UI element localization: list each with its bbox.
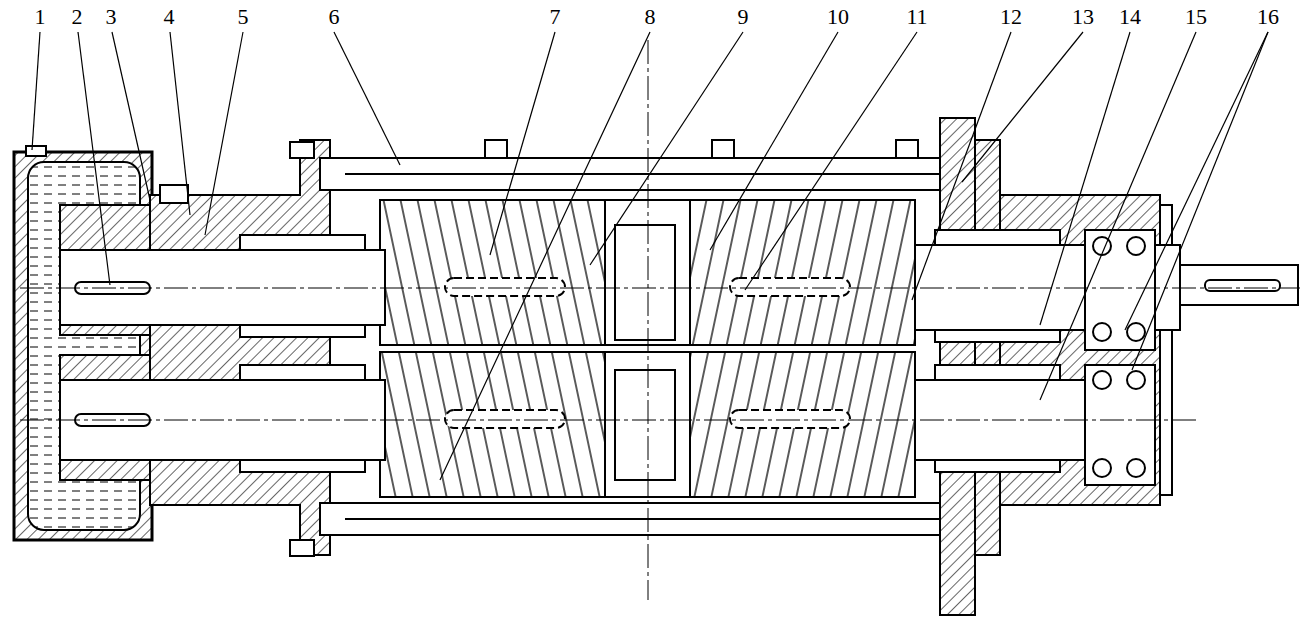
callout-number: 7 (549, 6, 562, 28)
callout-number: 12 (999, 6, 1023, 28)
callout-number: 9 (737, 6, 750, 28)
callout-number: 3 (105, 6, 118, 28)
callout-number: 13 (1071, 6, 1095, 28)
callout-number: 8 (644, 6, 657, 28)
callout-number: 6 (328, 6, 341, 28)
callout-number: 15 (1184, 6, 1208, 28)
callout-number: 2 (71, 6, 84, 28)
callout-number: 14 (1118, 6, 1142, 28)
callout-number: 10 (826, 6, 850, 28)
callout-number: 16 (1256, 6, 1280, 28)
callout-number: 1 (34, 6, 47, 28)
callout-number: 11 (905, 6, 928, 28)
callout-number: 5 (237, 6, 250, 28)
callout-number: 4 (163, 6, 176, 28)
